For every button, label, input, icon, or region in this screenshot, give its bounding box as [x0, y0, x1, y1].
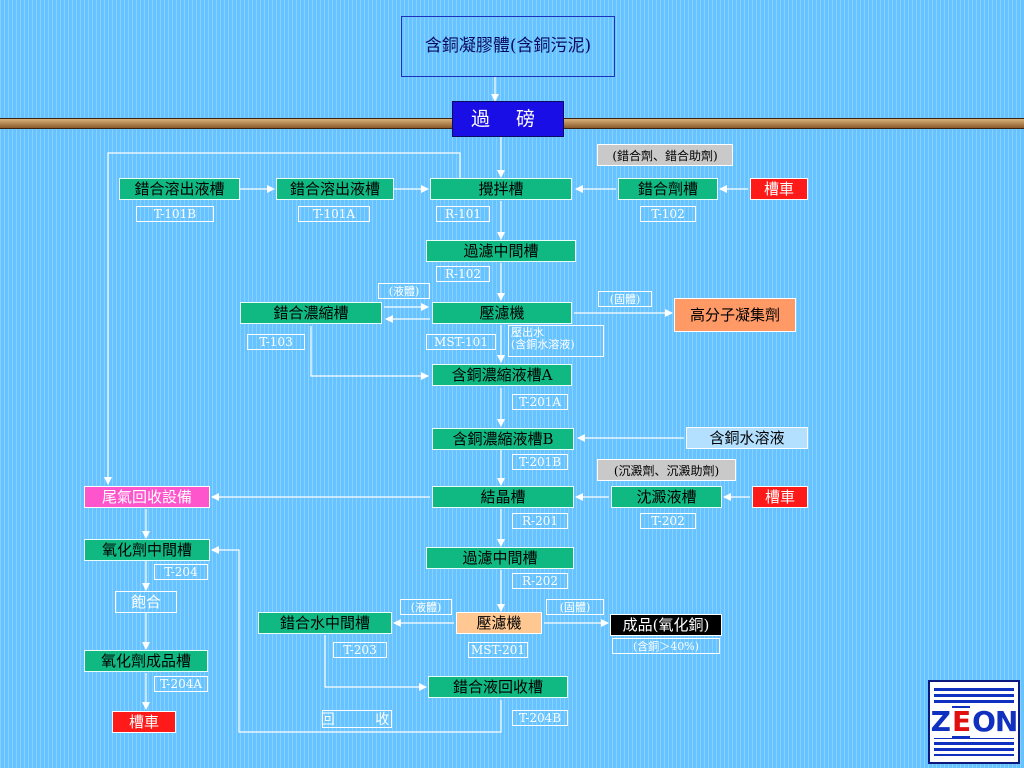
crystallizer-r201: 結晶槽 [432, 486, 574, 508]
saturation-step: 飽合 [115, 591, 177, 613]
copper-sludge-source: 含銅凝膠體(含銅污泥) [401, 16, 615, 77]
tag-t203: T-203 [333, 642, 387, 658]
chelant-water-tank-t203: 錯合水中間槽 [258, 612, 392, 634]
filter-intermediate-tank-r202: 過濾中間槽 [426, 547, 574, 569]
flow-t204b-recycle-to-t204 [211, 546, 502, 733]
note-solid-1: (固體) [598, 291, 652, 307]
zeon-logo: ZEON [928, 680, 1020, 764]
note-liquid-2: (液體) [400, 599, 452, 615]
chelant-additive-note: (錯合劑、錯合助劑) [597, 144, 733, 166]
tag-r202: R-202 [512, 573, 568, 589]
flow-t103-to-t201a [310, 326, 429, 380]
tail-gas-recovery: 尾氣回收設備 [84, 486, 210, 508]
tag-t201a: T-201A [512, 394, 568, 410]
note-filtrate: 壓出水 (含銅水溶液) [508, 325, 604, 357]
logo-suffix: ON [970, 705, 1018, 738]
tag-t102: T-102 [640, 206, 696, 222]
chelant-concentrate-tank-t103: 錯合濃縮槽 [240, 302, 382, 324]
stirring-tank-r101: 攪拌槽 [430, 178, 572, 200]
copper-concentrate-tank-t201b: 含銅濃縮液槽B [432, 428, 574, 450]
note-liquid-1: (液體) [378, 283, 430, 299]
tag-t204: T-204 [154, 564, 208, 580]
tag-t101a: T-101A [298, 206, 370, 222]
tag-t201b: T-201B [512, 454, 568, 470]
filter-press-mst201: 壓濾機 [456, 612, 542, 634]
tag-t204b: T-204B [512, 710, 568, 726]
logo-red-letter: E [951, 705, 971, 738]
note-recycle: 回 收 [320, 710, 408, 728]
filter-press-mst101: 壓濾機 [432, 302, 572, 324]
product-copper-oxide: 成品(氧化銅) [610, 614, 722, 636]
note-filtrate-line2: (含銅水溶液) [511, 338, 575, 351]
note-solid-2: (固體) [546, 599, 604, 615]
tag-t204a: T-204A [154, 676, 208, 692]
oxidant-intermediate-tank-t204: 氧化劑中間槽 [84, 539, 210, 561]
tank-t101a: 錯合溶出液槽 [276, 178, 394, 200]
copper-aqueous-solution: 含銅水溶液 [686, 427, 808, 449]
chelant-recovery-tank-t204b: 錯合液回收槽 [428, 676, 568, 698]
weighing-station: 過 磅 [452, 101, 564, 137]
tag-t101b: T-101B [136, 206, 214, 222]
tag-t103: T-103 [247, 334, 305, 350]
tag-r102: R-102 [436, 266, 490, 282]
chelant-tank-t102: 錯合劑槽 [618, 178, 718, 200]
tag-r201: R-201 [512, 513, 568, 529]
polymer-flocculant: 高分子凝集劑 [674, 298, 796, 332]
tag-r101: R-101 [436, 206, 490, 222]
tag-mst101: MST-101 [426, 334, 496, 350]
precipitant-tank-t202: 沈澱液槽 [611, 486, 722, 508]
filter-intermediate-tank-r102: 過濾中間槽 [426, 240, 576, 262]
copper-concentrate-tank-t201a: 含銅濃縮液槽A [432, 364, 572, 386]
note-product-spec: (含銅＞40%) [612, 638, 720, 654]
tag-t202: T-202 [640, 513, 696, 529]
logo-text: ZEON [930, 705, 1018, 738]
oxidant-product-tank-t204a: 氧化劑成品槽 [84, 650, 208, 672]
tank-truck-1: 槽車 [750, 178, 808, 200]
logo-prefix: Z [930, 705, 952, 738]
note-filtrate-line1: 壓出水 [511, 326, 544, 339]
tag-mst201: MST-201 [468, 642, 528, 658]
tank-truck-3: 槽車 [112, 711, 176, 733]
tank-truck-2: 槽車 [752, 486, 808, 508]
tank-t101b: 錯合溶出液槽 [119, 178, 240, 200]
precipitant-additive-note: (沉澱劑、沉澱助劑) [597, 459, 736, 481]
logo-word: ZEON [930, 682, 1018, 762]
